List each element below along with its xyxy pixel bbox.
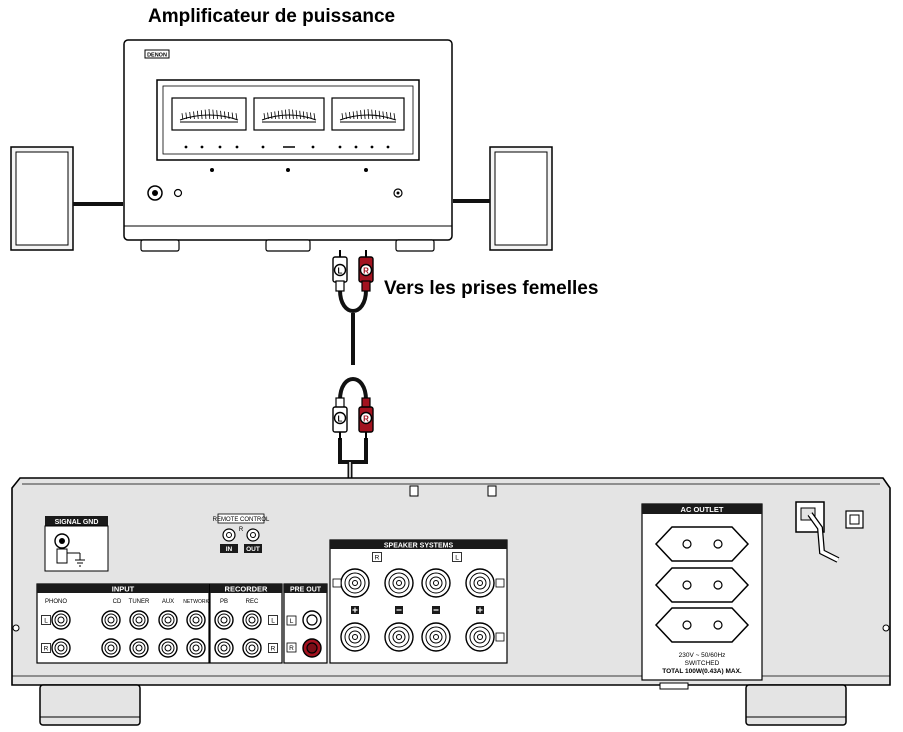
speaker-terminal-bottom-1[interactable] <box>340 622 370 652</box>
remote-in-label: IN <box>226 546 233 553</box>
signal-gnd-section: SIGNAL GND <box>44 516 109 572</box>
plug-right-bottom: R <box>358 397 374 440</box>
remote-control-label: REMOTE CONTROL <box>213 517 270 523</box>
input-label-cd: CD <box>113 599 122 605</box>
vu-meter-2 <box>253 97 325 131</box>
input-cd-left-jack[interactable] <box>101 610 121 630</box>
signal-gnd-label: SIGNAL GND <box>55 519 99 526</box>
ac-socket-3[interactable] <box>654 607 750 643</box>
remote-r-label: R <box>239 527 244 533</box>
input-network-right-jack[interactable] <box>186 638 206 658</box>
plus-sign-icon <box>351 606 359 614</box>
left-speaker <box>10 146 74 251</box>
pre-out-l-label: L <box>290 618 294 625</box>
ac-rating-voltage: 230V ~ 50/60Hz <box>679 652 726 659</box>
plug-right-bottom-label: R <box>363 415 369 424</box>
remote-control-section: REMOTE CONTROL R IN OUT <box>213 513 270 553</box>
vu-meter-1 <box>171 97 247 131</box>
power-amplifier-title: Amplificateur de puissance <box>148 6 396 27</box>
recorder-label-rec: REC <box>246 599 259 605</box>
svg-text:L: L <box>44 618 48 625</box>
speaker-terminal-bottom-4[interactable] <box>465 622 495 652</box>
svg-text:R: R <box>375 555 380 562</box>
amp-badge: DENON <box>147 53 167 59</box>
speaker-r-marker: R <box>372 552 382 562</box>
svg-text:R: R <box>271 646 276 653</box>
ac-outlet-section: AC OUTLET 230V ~ 50/60Hz SWITCHED TOTAL … <box>641 503 763 681</box>
input-label-phono: PHONO <box>45 599 67 605</box>
plug-right-top-label: R <box>363 267 369 276</box>
input-label-tuner: TUNER <box>129 599 150 605</box>
plus-sign-icon <box>476 606 484 614</box>
speaker-systems-header: SPEAKER SYSTEMS <box>384 543 454 550</box>
power-cord-icon <box>795 501 864 563</box>
input-phono-left-jack[interactable] <box>51 610 71 630</box>
speaker-terminal-top-2[interactable] <box>384 568 414 598</box>
recorder-r-marker: R <box>268 643 278 653</box>
power-amplifier: DENON <box>123 39 453 252</box>
remote-out-label: OUT <box>246 546 260 553</box>
speaker-terminal-bottom-3[interactable] <box>421 622 451 652</box>
recorder-rec-right-jack[interactable] <box>242 638 262 658</box>
minus-sign-icon <box>395 606 403 614</box>
svg-text:L: L <box>455 555 459 562</box>
input-l-marker: L <box>41 615 51 625</box>
vu-meters <box>171 97 405 131</box>
ac-socket-1[interactable] <box>654 526 750 562</box>
plug-left-bottom: L <box>332 397 348 440</box>
input-aux-left-jack[interactable] <box>158 610 178 630</box>
right-speaker <box>489 146 553 251</box>
speaker-l-marker: L <box>452 552 462 562</box>
input-network-left-jack[interactable] <box>186 610 206 630</box>
recorder-rec-left-jack[interactable] <box>242 610 262 630</box>
ac-socket-2[interactable] <box>654 567 750 603</box>
ac-outlet-header: AC OUTLET <box>681 505 724 514</box>
ac-rating-total: TOTAL 100W(0.43A) MAX. <box>662 668 742 675</box>
recorder-pb-left-jack[interactable] <box>214 610 234 630</box>
minus-sign-icon <box>432 606 440 614</box>
input-tuner-right-jack[interactable] <box>129 638 149 658</box>
speaker-terminal-bottom-2[interactable] <box>384 622 414 652</box>
ground-symbol-icon <box>67 552 85 567</box>
speaker-terminal-top-4[interactable] <box>465 568 495 598</box>
ac-rating-switched: SWITCHED <box>685 660 720 667</box>
left-speaker-cable <box>73 202 123 206</box>
input-label-network: NETWORK <box>183 599 209 605</box>
input-r-marker: R <box>41 643 51 653</box>
recorder-pb-right-jack[interactable] <box>214 638 234 658</box>
right-speaker-cable <box>453 199 490 203</box>
speaker-terminal-top-1[interactable] <box>340 568 370 598</box>
recorder-header: RECORDER <box>225 585 269 594</box>
input-label-aux: AUX <box>162 599 174 605</box>
speaker-systems-section: SPEAKER SYSTEMS R L <box>329 539 508 664</box>
recorder-label-pb: PB <box>220 599 228 605</box>
input-tuner-left-jack[interactable] <box>129 610 149 630</box>
recorder-section: RECORDER PB REC L R <box>209 583 283 664</box>
plug-left-top: L <box>332 250 348 292</box>
input-header: INPUT <box>112 585 135 594</box>
pre-out-section: PRE OUT L R <box>283 583 328 664</box>
recorder-l-marker: L <box>268 615 278 625</box>
input-cd-right-jack[interactable] <box>101 638 121 658</box>
svg-text:L: L <box>271 618 275 625</box>
input-phono-right-jack[interactable] <box>51 638 71 658</box>
plug-right-top: R <box>358 250 374 292</box>
speaker-terminal-top-3[interactable] <box>421 568 451 598</box>
input-section: INPUT PHONO CD TUNER AUX NETWORK L R <box>36 583 210 664</box>
pre-out-header: PRE OUT <box>290 587 322 594</box>
plug-left-top-label: L <box>338 267 343 276</box>
svg-text:R: R <box>44 646 49 653</box>
plug-left-bottom-label: L <box>338 415 343 424</box>
vu-meter-3 <box>331 97 405 131</box>
jack-caption: Vers les prises femelles <box>384 278 599 299</box>
input-aux-right-jack[interactable] <box>158 638 178 658</box>
pre-out-r-label: R <box>289 645 294 652</box>
